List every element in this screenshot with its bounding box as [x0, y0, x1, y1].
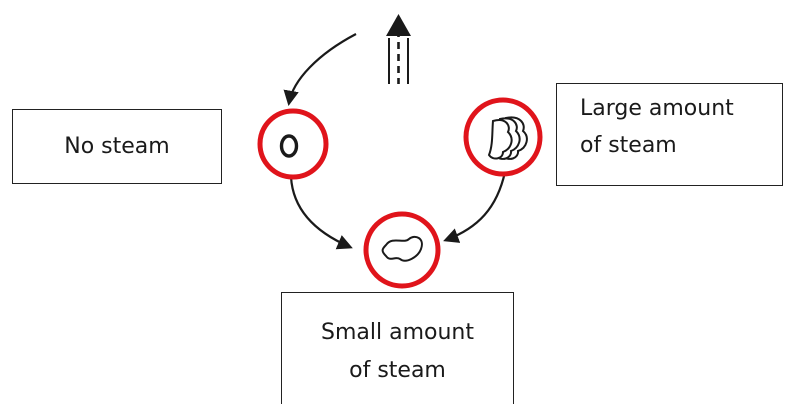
large-steam-icon — [487, 116, 528, 160]
large-steam-label-box: Large amount of steam — [556, 83, 783, 186]
large-steam-label-line1: Large amount — [580, 96, 734, 121]
steam-flow-arrow-icon — [386, 14, 411, 84]
large-steam-label-line2: of steam — [580, 133, 677, 158]
arrow-large-to-small — [443, 171, 507, 243]
small-steam-icon — [381, 235, 423, 262]
arrow-top-to-no-steam — [283, 33, 357, 107]
arrow-no-steam-to-small — [289, 176, 353, 250]
no-steam-highlight-circle — [257, 108, 329, 180]
small-steam-highlight-circle — [363, 211, 441, 289]
no-steam-label-box: No steam — [12, 109, 222, 184]
no-steam-icon — [279, 134, 299, 158]
small-steam-label-line2: of steam — [349, 358, 446, 383]
small-steam-label-box: Small amount of steam — [281, 292, 514, 404]
no-steam-label: No steam — [64, 134, 170, 159]
small-steam-label-line1: Small amount — [321, 320, 474, 345]
large-steam-highlight-circle — [463, 97, 543, 177]
